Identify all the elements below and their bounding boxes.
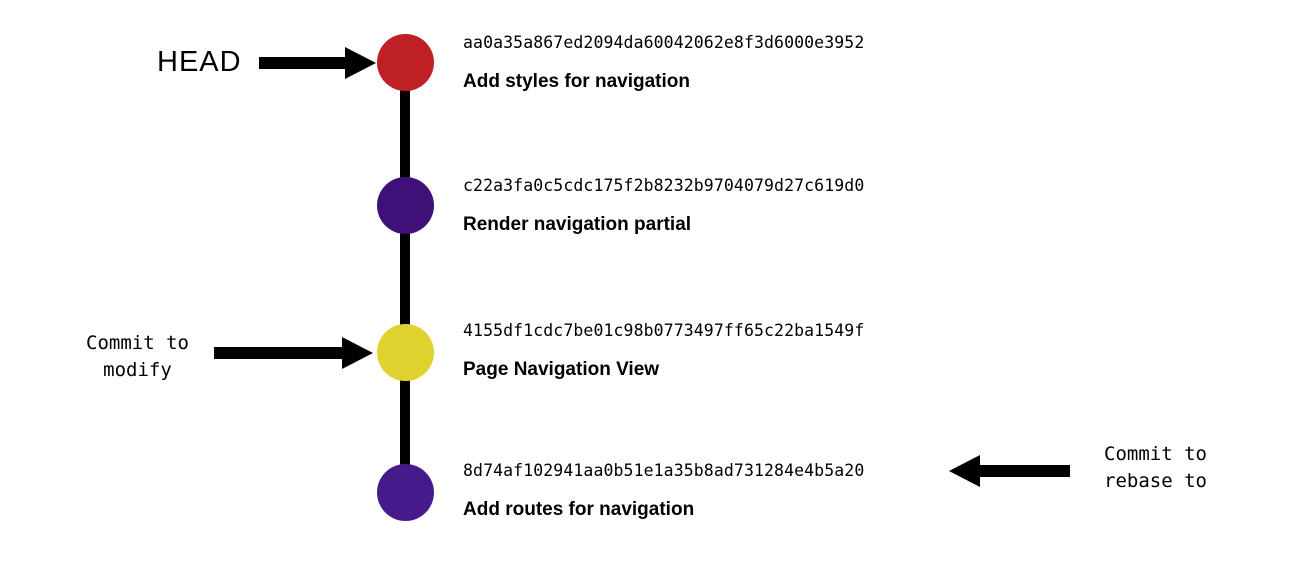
commit-text-4: 8d74af102941aa0b51e1a35b8ad731284e4b5a20… <box>463 461 864 522</box>
commit-title-3: Page Navigation View <box>463 359 660 380</box>
head-arrow-icon <box>259 46 377 80</box>
commit-hash-3: 4155df1cdc7be01c98b0773497ff65c22ba1549f <box>463 321 865 340</box>
commit-text-1: aa0a35a867ed2094da60042062e8f3d6000e3952… <box>463 33 864 94</box>
modify-arrow-icon <box>214 336 374 370</box>
commit-title-4: Add routes for navigation <box>463 499 695 520</box>
commit-node-1[interactable] <box>377 34 434 91</box>
head-label: HEAD <box>157 46 242 78</box>
commit-node-2[interactable] <box>377 177 434 234</box>
commit-spine-line <box>400 62 410 492</box>
commit-title-1: Add styles for navigation <box>463 71 690 92</box>
commit-title-2: Render navigation partial <box>463 214 692 235</box>
commit-node-4[interactable] <box>377 464 434 521</box>
rebase-label: Commit to rebase to <box>1104 443 1207 492</box>
commit-hash-1: aa0a35a867ed2094da60042062e8f3d6000e3952 <box>463 33 865 52</box>
commit-text-2: c22a3fa0c5cdc175f2b8232b9704079d27c619d0… <box>463 176 864 237</box>
commit-text-3: 4155df1cdc7be01c98b0773497ff65c22ba1549f… <box>463 321 864 382</box>
commit-hash-4: 8d74af102941aa0b51e1a35b8ad731284e4b5a20 <box>463 461 865 480</box>
modify-label: Commit to modify <box>86 332 189 381</box>
commit-hash-2: c22a3fa0c5cdc175f2b8232b9704079d27c619d0 <box>463 176 865 195</box>
rebase-arrow-icon <box>949 454 1071 488</box>
commit-node-3[interactable] <box>377 324 434 381</box>
